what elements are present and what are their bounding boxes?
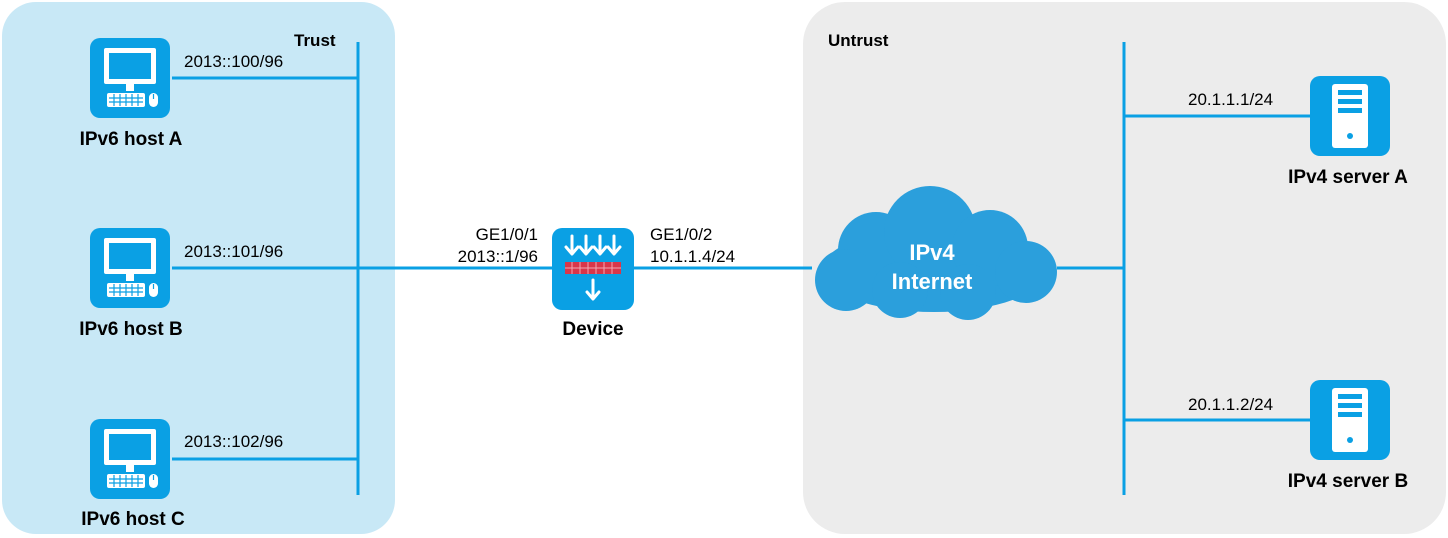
server-a-name: IPv4 server A	[1288, 167, 1408, 188]
server-b: 20.1.1.2/24 IPv4 server B	[1188, 380, 1408, 492]
server-icon	[1310, 76, 1390, 156]
server-b-name: IPv4 server B	[1288, 471, 1408, 492]
host-b-ip: 2013::101/96	[184, 242, 283, 261]
device-name: Device	[562, 319, 623, 340]
server-b-ip: 20.1.1.2/24	[1188, 395, 1273, 414]
firewall-icon	[552, 228, 634, 310]
cloud-label-line2: Internet	[892, 269, 973, 294]
cloud-icon	[815, 186, 1057, 320]
host-b: 2013::101/96 IPv6 host B	[79, 227, 283, 340]
link-lines	[172, 42, 1310, 495]
device-left-ip: 2013::1/96	[458, 247, 538, 266]
pc-icon	[89, 227, 171, 309]
pc-icon	[89, 37, 171, 119]
pc-icon	[89, 418, 171, 500]
host-a: 2013::100/96 IPv6 host A	[80, 37, 283, 150]
device-left-port: GE1/0/1	[476, 225, 538, 244]
ipv4-internet-cloud: IPv4 Internet	[815, 186, 1057, 320]
device-right-ip: 10.1.1.4/24	[650, 247, 735, 266]
server-a: 20.1.1.1/24 IPv4 server A	[1188, 76, 1408, 188]
cloud-label-line1: IPv4	[909, 240, 955, 265]
host-c-name: IPv6 host C	[81, 509, 185, 530]
host-c: 2013::102/96 IPv6 host C	[81, 418, 283, 530]
server-a-ip: 20.1.1.1/24	[1188, 90, 1273, 109]
host-b-name: IPv6 host B	[79, 319, 182, 340]
device-right-port: GE1/0/2	[650, 225, 712, 244]
device-node: GE1/0/1 2013::1/96 GE1/0/2 10.1.1.4/24 D…	[458, 225, 735, 340]
trust-zone-label: Trust	[294, 31, 336, 50]
server-icon	[1310, 380, 1390, 460]
host-a-ip: 2013::100/96	[184, 52, 283, 71]
host-a-name: IPv6 host A	[80, 129, 183, 150]
host-c-ip: 2013::102/96	[184, 432, 283, 451]
untrust-zone-label: Untrust	[828, 31, 889, 50]
